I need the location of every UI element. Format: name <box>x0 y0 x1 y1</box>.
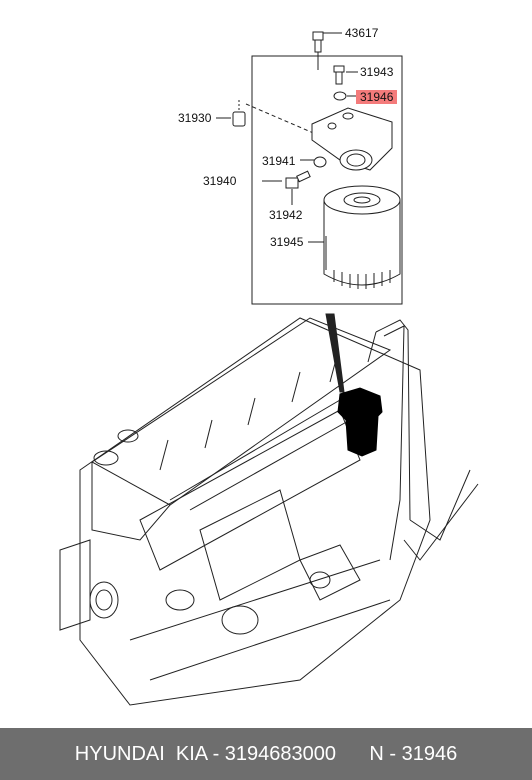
bolt-31943 <box>333 65 358 85</box>
filter-31945 <box>308 185 401 289</box>
label-31941: 31941 <box>262 154 296 168</box>
label-31945: 31945 <box>270 235 304 249</box>
label-31943: 31943 <box>360 65 394 79</box>
label-31946: 31946 <box>356 90 398 104</box>
parts-diagram <box>59 31 479 706</box>
footer-banner: HYUNDAI KIA - 3194683000 N - 31946 <box>0 728 532 780</box>
plug-31930 <box>216 100 319 136</box>
gasket-31941 <box>300 156 327 168</box>
label-31942: 31942 <box>269 208 303 222</box>
filter-head <box>262 107 393 182</box>
assembly-frame <box>251 55 403 305</box>
oring-31946 <box>333 91 358 101</box>
label-31940: 31940 <box>203 174 237 188</box>
bolt-43617 <box>312 31 342 70</box>
label-43617: 43617 <box>345 26 379 40</box>
bolt-31942 <box>285 170 311 205</box>
engine-block <box>59 317 479 706</box>
engine-oil-filter <box>337 387 383 457</box>
pointer-arrow <box>325 313 345 393</box>
label-31930: 31930 <box>178 111 212 125</box>
